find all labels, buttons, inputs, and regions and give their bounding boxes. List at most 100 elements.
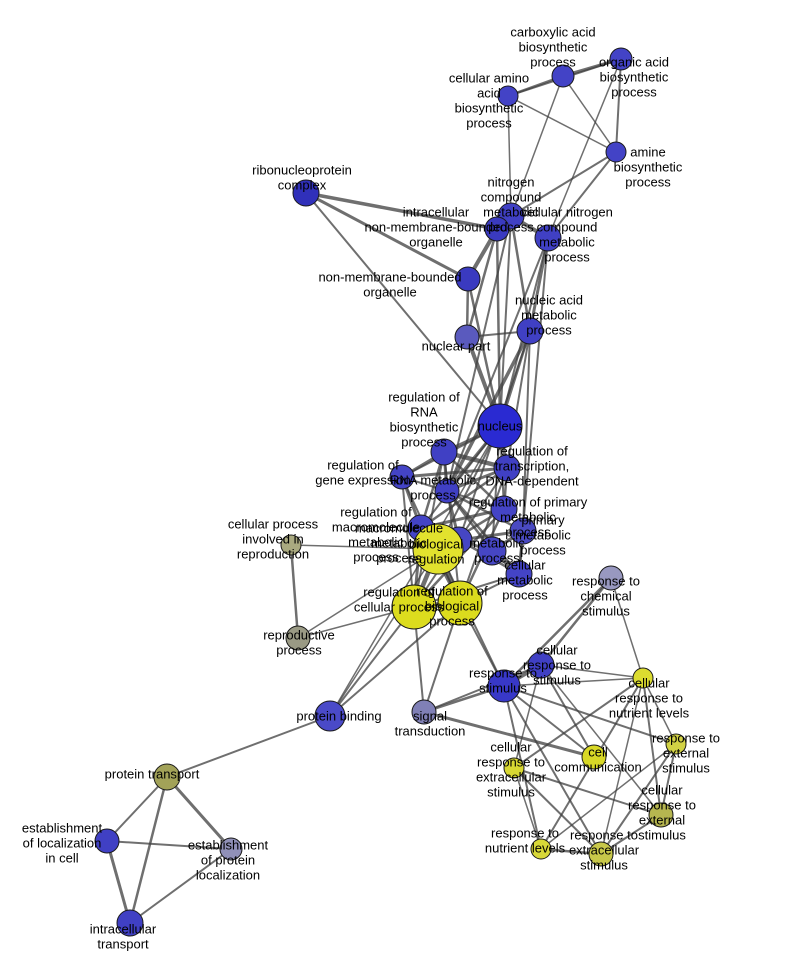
edge-protein-transport--intracellular-transport	[128, 775, 169, 925]
node-label-carboxylic-acid-biosynthetic-process: biosynthetic	[519, 39, 588, 54]
node-response-to-stimulus[interactable]	[487, 669, 521, 703]
node-label-cellular-response-to-extracellular-stimulus: response to	[477, 754, 545, 769]
node-label-nitrogen-compound-metabolic-process: process	[488, 219, 534, 234]
node-nuclear-part[interactable]	[454, 324, 480, 350]
node-regulation-of-gene-expression[interactable]	[389, 464, 415, 490]
node-label-response-to-stimulus: response to	[469, 665, 537, 680]
edge-ribonucleoprotein-complex--nucleus	[305, 192, 501, 427]
node-label-cellular-process-involved-in-reproduction: cellular process	[228, 516, 319, 531]
node-response-to-chemical-stimulus[interactable]	[598, 565, 624, 591]
node-cellular-metabolic-process[interactable]	[505, 560, 533, 588]
node-cellular-response-to-external-stimulus[interactable]	[648, 802, 674, 828]
node-cellular-response-to-extracellular-stimulus[interactable]	[503, 757, 525, 779]
node-cellular-process-involved-in-reproduction[interactable]	[280, 534, 302, 556]
node-label-regulation-of-gene-expression: regulation of	[327, 457, 399, 472]
node-label-primary-metabolic-process: process	[520, 542, 566, 557]
node-label-response-to-external-stimulus: response to	[652, 730, 720, 745]
node-amine-biosynthetic-process[interactable]	[605, 141, 627, 163]
node-label-cellular-nitrogen-compound-metabolic-process: cellular nitrogen	[521, 204, 613, 219]
node-response-to-nutrient-levels[interactable]	[530, 838, 552, 860]
node-protein-transport[interactable]	[153, 763, 181, 791]
node-label-cellular-nitrogen-compound-metabolic-process: compound	[537, 219, 598, 234]
node-label-nucleus: nucleus	[478, 418, 523, 433]
node-label-intracellular-transport: transport	[97, 936, 149, 951]
node-biological-regulation[interactable]	[412, 523, 464, 575]
node-nucleus[interactable]	[477, 403, 523, 449]
node-label-cellular-response-to-extracellular-stimulus: stimulus	[487, 784, 535, 799]
node-label-intracellular-transport: intracellular	[90, 921, 157, 936]
edge-cellular-response-to-stimulus--signal-transduction	[423, 664, 542, 713]
node-cellular-response-to-stimulus[interactable]	[527, 651, 555, 679]
edge-organic-acid-biosynthetic-process--cellular-nitrogen-compound-metabolic-process	[547, 58, 622, 239]
edge-response-to-external-stimulus--response-to-extracellular-stimulus	[600, 743, 677, 855]
node-regulation-of-transcription-dna-dependent[interactable]	[493, 454, 521, 482]
node-response-to-extracellular-stimulus[interactable]	[588, 841, 614, 867]
node-label-organic-acid-biosynthetic-process: biosynthetic	[600, 69, 669, 84]
node-label-intracellular-non-membrane-bounded-organelle: intracellular	[403, 204, 470, 219]
node-label-non-membrane-bounded-organelle: organelle	[363, 284, 417, 299]
edge-rna-metabolic-process--primary-metabolic-process	[445, 489, 525, 533]
edge-carboxylic-acid-biosynthetic-process--amine-biosynthetic-process	[562, 75, 617, 153]
node-label-response-to-external-stimulus: external	[663, 745, 709, 760]
node-cell-communication[interactable]	[581, 744, 607, 770]
node-intracellular-non-membrane-bounded-organelle[interactable]	[484, 216, 510, 242]
node-label-cellular-amino-acid-biosynthetic-process: cellular amino	[449, 70, 529, 85]
edge-establishment-of-localization-in-cell--intracellular-transport	[105, 839, 132, 925]
node-metabolic-process[interactable]	[477, 536, 507, 566]
node-label-nitrogen-compound-metabolic-process: compound	[481, 189, 542, 204]
node-label-cellular-response-to-external-stimulus: cellular	[641, 782, 683, 797]
node-ribonucleoprotein-complex[interactable]	[292, 179, 320, 207]
node-label-carboxylic-acid-biosynthetic-process: process	[530, 54, 576, 69]
node-label-response-to-nutrient-levels: nutrient levels	[485, 840, 566, 855]
node-label-organic-acid-biosynthetic-process: process	[611, 84, 657, 99]
node-cellular-response-to-nutrient-levels[interactable]	[632, 667, 654, 689]
node-label-macromolecule-metabolic-process: macromolecule	[355, 520, 443, 535]
node-regulation-of-rna-biosynthetic-process[interactable]	[430, 438, 458, 466]
node-establishment-of-protein-localization[interactable]	[219, 837, 243, 861]
edge-cellular-response-to-nutrient-levels--response-to-extracellular-stimulus	[600, 677, 644, 855]
node-response-to-external-stimulus[interactable]	[665, 733, 687, 755]
node-label-regulation-of-biological-process: process	[429, 613, 475, 628]
node-label-cellular-amino-acid-biosynthetic-process: acid	[477, 85, 501, 100]
node-label-rna-metabolic-process: RNA metabolic	[390, 472, 476, 487]
node-intracellular-transport[interactable]	[116, 909, 144, 937]
node-label-nuclear-part: nuclear part	[422, 338, 491, 353]
edge-response-to-nutrient-levels--cellular-response-to-extracellular-stimulus	[513, 767, 542, 850]
node-organic-acid-biosynthetic-process[interactable]	[609, 47, 633, 71]
node-cellular-amino-acid-biosynthetic-process[interactable]	[497, 85, 519, 107]
node-layer	[94, 47, 687, 937]
node-establishment-of-localization-in-cell[interactable]	[94, 828, 120, 854]
node-label-non-membrane-bounded-organelle: non-membrane-bounded	[318, 269, 461, 284]
edge-establishment-of-protein-localization--intracellular-transport	[129, 848, 232, 924]
node-label-macromolecule-metabolic-process: metabolic	[371, 535, 427, 550]
node-regulation-of-biological-process[interactable]	[437, 580, 483, 626]
node-cellular-nitrogen-compound-metabolic-process[interactable]	[534, 224, 562, 252]
node-label-response-to-chemical-stimulus: stimulus	[582, 603, 630, 618]
node-label-nitrogen-compound-metabolic-process: metabolic	[483, 204, 539, 219]
node-regulation-of-primary-metabolic-process[interactable]	[490, 495, 518, 523]
node-regulation-of-cellular-process[interactable]	[391, 584, 437, 630]
node-signal-transduction[interactable]	[411, 699, 437, 725]
node-label-establishment-of-protein-localization: localization	[196, 867, 260, 882]
edge-cellular-amino-acid-biosynthetic-process--nitrogen-compound-metabolic-process	[507, 95, 512, 217]
node-reproductive-process[interactable]	[285, 625, 311, 651]
node-primary-metabolic-process[interactable]	[509, 517, 537, 545]
node-protein-binding[interactable]	[314, 700, 346, 732]
edge-rna-metabolic-process--cellular-metabolic-process	[445, 489, 521, 576]
node-label-cellular-response-to-stimulus: stimulus	[533, 672, 581, 687]
node-nucleic-acid-metabolic-process[interactable]	[516, 317, 544, 345]
node-label-establishment-of-protein-localization: of protein	[201, 852, 255, 867]
node-label-cellular-response-to-nutrient-levels: nutrient levels	[609, 705, 690, 720]
node-rna-metabolic-process[interactable]	[434, 478, 460, 504]
node-non-membrane-bounded-organelle[interactable]	[455, 266, 481, 292]
node-label-amine-biosynthetic-process: biosynthetic	[614, 159, 683, 174]
node-label-cellular-response-to-stimulus: cellular	[536, 642, 578, 657]
node-carboxylic-acid-biosynthetic-process[interactable]	[551, 64, 575, 88]
node-label-regulation-of-transcription-dna-dependent: DNA-dependent	[485, 473, 579, 488]
edge-protein-binding--regulation-of-cellular-process	[329, 606, 415, 717]
node-label-regulation-of-rna-biosynthetic-process: biosynthetic	[390, 419, 459, 434]
node-label-nucleic-acid-metabolic-process: nucleic acid	[515, 292, 583, 307]
edge-nitrogen-compound-metabolic-process--nucleic-acid-metabolic-process	[509, 214, 532, 333]
